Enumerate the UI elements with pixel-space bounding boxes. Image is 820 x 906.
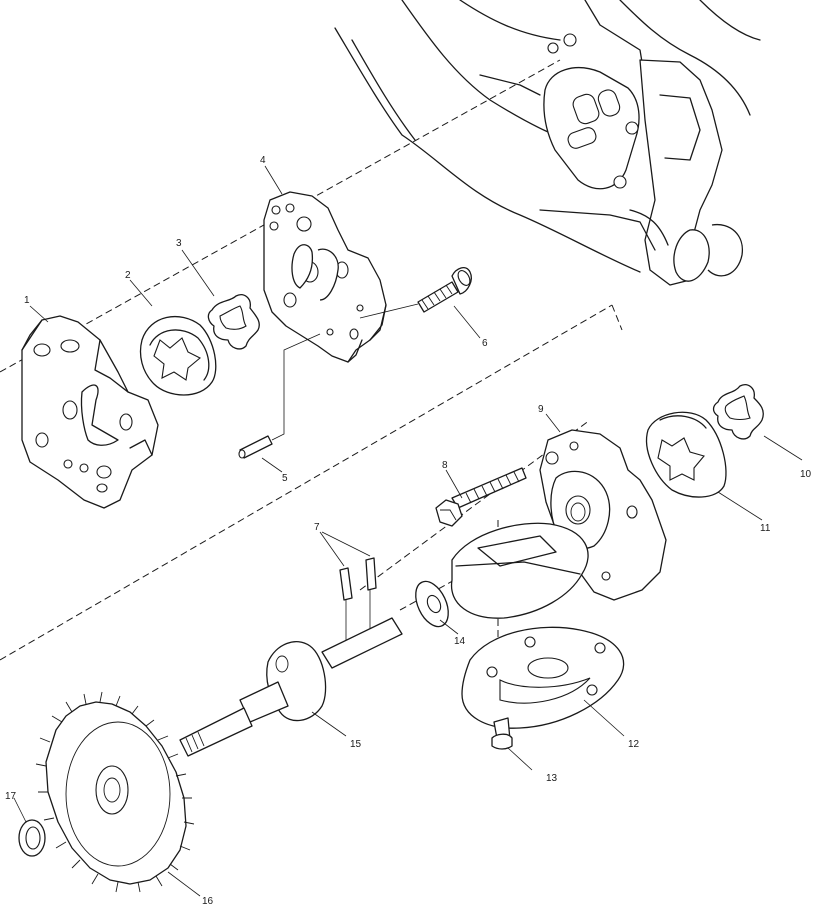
inner-rotor-10: [712, 384, 764, 440]
callout-8: 8: [442, 460, 448, 471]
callout-1: 1: [24, 295, 30, 306]
screw-13: [491, 717, 513, 750]
snap-ring-17: [18, 819, 46, 857]
leader-lines: [13, 165, 803, 897]
screw-upper: [359, 266, 472, 319]
callout-14: 14: [454, 636, 466, 647]
callout-6: 6: [482, 338, 488, 349]
gasket-12: [461, 626, 625, 729]
pump-body: [21, 315, 159, 509]
callout-10: 10: [800, 469, 812, 480]
callout-13: 13: [546, 773, 558, 784]
inner-rotor: [207, 294, 260, 350]
pump-shaft: [179, 617, 403, 757]
callout-5: 5: [282, 473, 288, 484]
cover-plate: [263, 191, 387, 363]
pins-7: [339, 557, 377, 650]
callout-11: 11: [760, 523, 771, 534]
dowel-pin-5: [238, 333, 321, 459]
callout-labels: 1 2 3 4 6 5 7 8 9 10 11 14 15 12 13 17 1…: [5, 155, 812, 906]
callout-7: 7: [314, 522, 320, 533]
callout-4: 4: [260, 155, 266, 166]
callout-2: 2: [125, 270, 131, 281]
callout-17: 17: [5, 791, 17, 802]
crankcase-housing: [334, 0, 761, 286]
housing-flange: [450, 522, 589, 619]
callout-12: 12: [628, 739, 640, 750]
callout-15: 15: [350, 739, 362, 750]
callout-9: 9: [538, 404, 544, 415]
drive-gear-16: [35, 691, 195, 893]
callout-16: 16: [202, 896, 214, 906]
bolt-8: [435, 467, 527, 527]
washer-14: [415, 580, 449, 628]
outer-rotor-ring: [139, 315, 217, 396]
outer-rotor-11: [646, 411, 727, 498]
callout-3: 3: [176, 238, 182, 249]
